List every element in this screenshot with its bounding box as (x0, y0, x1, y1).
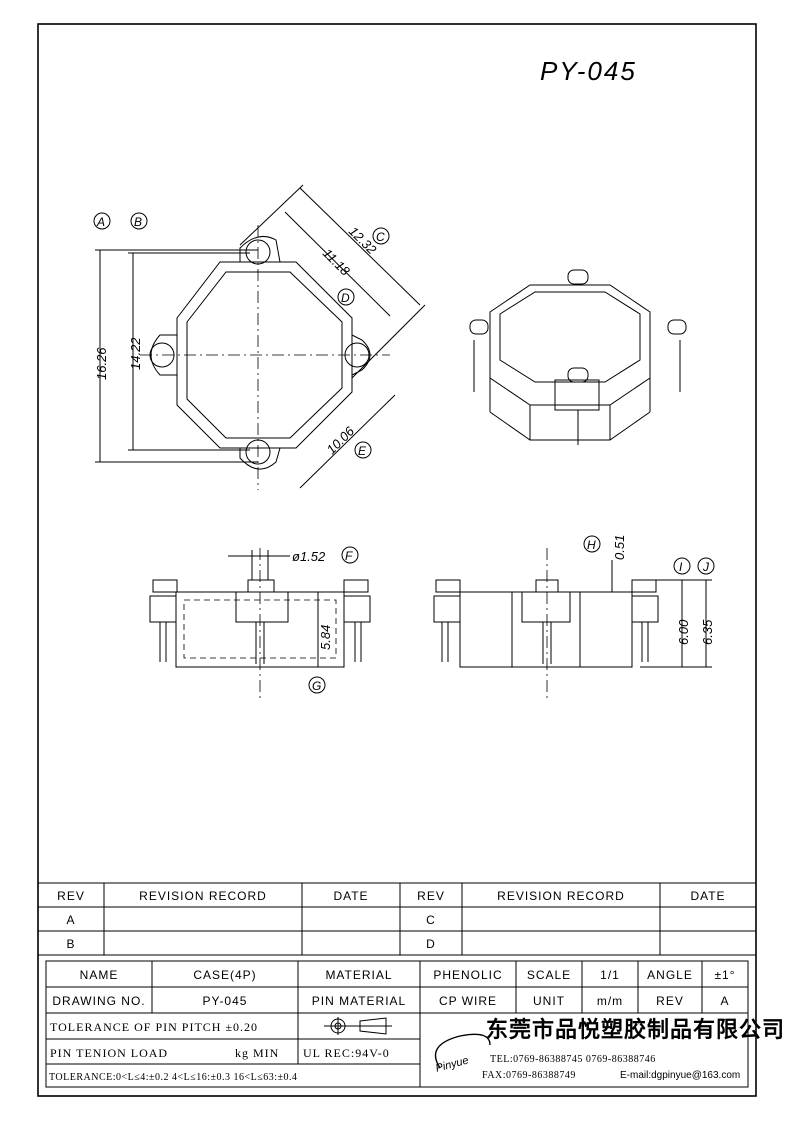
title_block-pin_material_label: PIN MATERIAL (312, 994, 406, 1008)
revision_table-rows-0-3: C (426, 913, 436, 927)
revision_table-headers-5: DATE (690, 889, 725, 903)
top_view-dims-diag_pin: 10.06 (324, 423, 358, 457)
title_block-drawing_no_label: DRAWING NO. (52, 994, 145, 1008)
title_block-rev: A (720, 994, 729, 1008)
title_block-angle: ±1° (714, 968, 735, 982)
revision_table-rows-0-0: A (66, 913, 75, 927)
title_block-tel: TEL:0769-86388745 0769-86388746 (490, 1054, 656, 1065)
octagon-outer (176, 261, 353, 449)
projection-symbol (324, 1017, 392, 1035)
title_block-pin_load_unit: kg MIN (235, 1046, 279, 1060)
title_block-company: 东莞市品悦塑胶制品有限公司 (486, 1017, 785, 1043)
side_view-height: 5.84 (318, 625, 333, 650)
title_block-name: CASE(4P) (193, 968, 256, 982)
title_block-email: E-mail:dgpinyue@163.com (620, 1070, 740, 1081)
revision_table-headers-2: DATE (333, 889, 368, 903)
title_block-name_label: NAME (80, 968, 119, 982)
title_block-pin_pitch_tol: TOLERANCE OF PIN PITCH ±0.20 (50, 1020, 258, 1034)
side_view-label_i: I (679, 560, 683, 574)
isometric-view (469, 269, 687, 445)
top_view-labels-3: D (341, 291, 350, 305)
title_block-material_label: MATERIAL (325, 968, 392, 982)
revision-table: REV REVISION RECORD DATE REV REVISION RE… (38, 882, 756, 956)
title_block-unit_label: UNIT (533, 994, 565, 1008)
drawing-title: PY-045 (540, 56, 637, 86)
octagon-inner (186, 271, 343, 439)
side_view-pin_dia: ø1.52 (292, 549, 326, 564)
title_block-fax: FAX:0769-86388749 (482, 1070, 576, 1081)
side-view-right: 0.51 H 6.00 6.35 I J (433, 535, 715, 700)
side-view-left: ø1.52 F 5.84 G (149, 546, 371, 700)
top_view-labels-4: E (358, 444, 367, 458)
revision_table-headers-4: REVISION RECORD (497, 889, 625, 903)
revision_table-headers-0: REV (57, 889, 85, 903)
title_block-tolerance: TOLERANCE:0<L≤4:±0.2 4<L≤16:±0.3 16<L≤63… (49, 1072, 298, 1083)
pinyue-logo: Pinyue (434, 1033, 491, 1075)
top_view-labels-2: C (376, 230, 385, 244)
side_view-gap_label: H (587, 538, 596, 552)
title_block-angle_label: ANGLE (647, 968, 693, 982)
top_view-labels-0: A (96, 215, 105, 229)
revision_table-rows-1-3: D (426, 937, 436, 951)
title_block-pin_material: CP WIRE (439, 994, 497, 1008)
top-view: 16.26 14.22 12.32 11.18 10.06 A B C D E (93, 184, 426, 490)
title_block-unit: m/m (597, 994, 623, 1008)
title_block-drawing_no: PY-045 (203, 994, 248, 1008)
revision_table-headers-3: REV (417, 889, 445, 903)
side_view-pin_dia_label: F (345, 549, 353, 563)
title_block-ul: UL REC:94V-0 (303, 1046, 390, 1060)
side_view-gap: 0.51 (612, 535, 627, 560)
revision_table-rows-1-0: B (66, 937, 75, 951)
title-block: NAME CASE(4P) MATERIAL PHENOLIC SCALE 1/… (45, 960, 785, 1088)
top_view-dims-overall_height: 16.26 (94, 347, 109, 380)
title_block-pin_load_label: PIN TENION LOAD (50, 1046, 168, 1060)
title_block-scale: 1/1 (600, 968, 620, 982)
top_view-dims-diag_inner: 11.18 (320, 246, 353, 279)
title_block-scale_label: SCALE (527, 968, 571, 982)
top_view-dims-pin_span: 14.22 (128, 337, 143, 370)
side_view-height_label: G (312, 679, 321, 693)
side_view-label_j: J (702, 560, 710, 574)
side_view-body_height: 6.00 (676, 619, 691, 645)
drawing-frame (37, 23, 757, 1097)
title_block-rev_label: REV (656, 994, 684, 1008)
top_view-labels-1: B (134, 215, 142, 229)
title_block-material: PHENOLIC (433, 968, 502, 982)
side_view-total_height: 6.35 (700, 619, 715, 645)
revision_table-headers-1: REVISION RECORD (139, 889, 267, 903)
title_block-logo: Pinyue (434, 1054, 470, 1074)
